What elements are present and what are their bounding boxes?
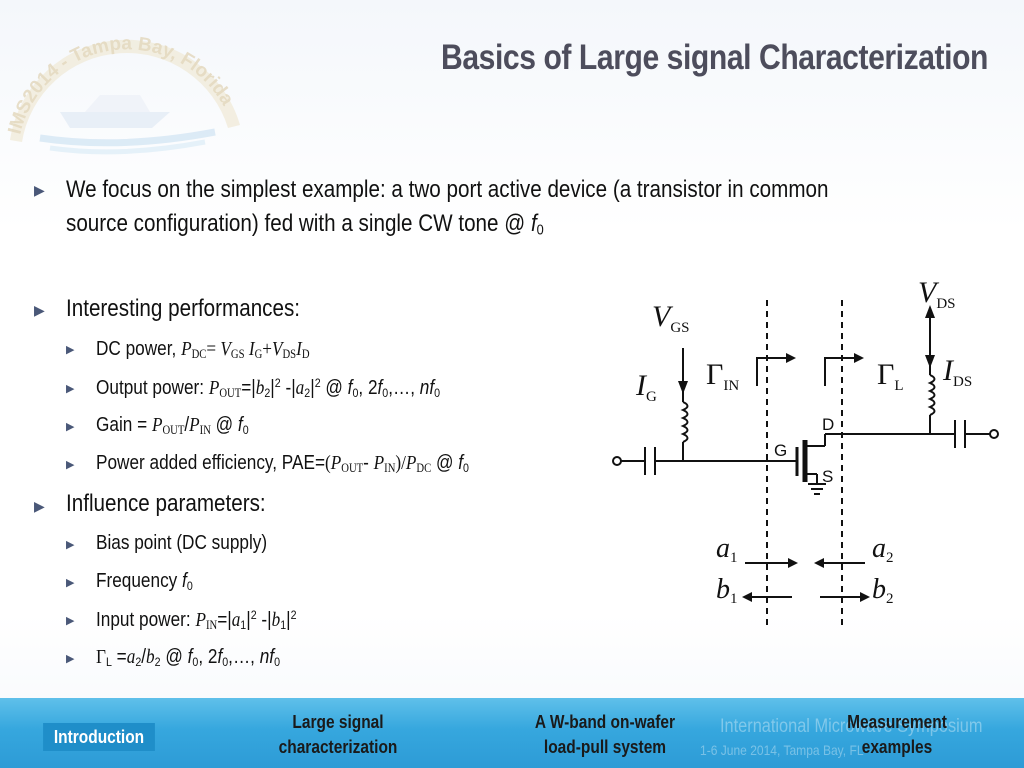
- b2-label: b: [872, 574, 886, 605]
- ig-label: I: [635, 369, 648, 402]
- bullet-arrow-icon: ▶: [34, 182, 45, 198]
- source-label: S: [822, 467, 833, 486]
- footer-nav-bar: International Microwave Symposium 1-6 Ju…: [0, 698, 1024, 768]
- boat-logo-icon: IMS2014 - Tampa Bay, Florida: [4, 33, 240, 155]
- bullet-influence: Influence parameters:: [66, 490, 266, 517]
- svg-text:ΓL: ΓL: [877, 358, 904, 394]
- footer-watermark: International Microwave Symposium: [720, 716, 983, 737]
- sub-bullet-dc-power: DC power, PDC= VGS IG+VDSID: [96, 338, 310, 362]
- slide-content: ▶ We focus on the simplest example: a tw…: [34, 176, 829, 670]
- a1-label: a: [716, 533, 730, 564]
- ids-label: I: [942, 354, 955, 387]
- bullet-performances: Interesting performances:: [66, 295, 301, 322]
- vds-label: V: [918, 276, 940, 309]
- gate-label: G: [774, 441, 787, 460]
- sub-bullet-arrow-icon: ▶: [66, 459, 75, 471]
- sub-bullet-frequency: Frequency f0: [96, 570, 193, 594]
- svg-text:ΓIN: ΓIN: [706, 358, 739, 394]
- sub-bullet-arrow-icon: ▶: [66, 421, 75, 433]
- sub-bullet-arrow-icon: ▶: [66, 615, 75, 627]
- svg-text:a1: a1: [716, 533, 738, 566]
- sub-bullet-bias-point: Bias point (DC supply): [96, 532, 268, 554]
- input-port-terminal: [612, 456, 622, 466]
- gamma-in-label: Γ: [706, 358, 723, 391]
- footer-watermark-date: 1-6 June 2014, Tampa Bay, FL: [700, 742, 864, 758]
- svg-text:b2: b2: [872, 574, 894, 607]
- svg-text:b1: b1: [716, 574, 738, 607]
- gamma-l-label: Γ: [877, 358, 894, 391]
- svg-text:IDS: IDS: [942, 354, 972, 390]
- sub-bullet-gamma-l: ΓL =a2/b2 @ f0, 2f0,…, nf0: [96, 646, 281, 670]
- bullet-arrow-icon: ▶: [34, 498, 45, 514]
- transistor-circuit-diagram: VGS VDS IG IDS ΓIN ΓL a1 b1 a2 b2 G D S: [612, 276, 999, 630]
- sub-bullet-input-power: Input power: PIN=|a1|2 -|b1|2: [96, 608, 297, 632]
- sub-bullet-output-power: Output power: POUT=|b2|2 -|a2|2 @ f0, 2f…: [96, 376, 441, 400]
- sub-bullet-arrow-icon: ▶: [66, 344, 75, 356]
- sub-bullet-arrow-icon: ▶: [66, 653, 75, 665]
- nav-tab-introduction[interactable]: Introduction: [43, 723, 155, 751]
- svg-text:a2: a2: [872, 533, 894, 566]
- sub-bullet-arrow-icon: ▶: [66, 383, 75, 395]
- output-port-terminal: [989, 429, 999, 439]
- svg-text:VGS: VGS: [652, 300, 690, 336]
- b1-label: b: [716, 574, 730, 605]
- bullet-arrow-icon: ▶: [34, 302, 45, 318]
- a2-label: a: [872, 533, 886, 564]
- slide-title: Basics of Large signal Characterization: [441, 38, 988, 77]
- drain-label: D: [822, 415, 834, 434]
- svg-text:IG: IG: [635, 369, 657, 405]
- bullet-focus-line2: source configuration) fed with a single …: [66, 210, 544, 239]
- sub-bullet-gain: Gain = POUT/PIN @ f0: [96, 414, 249, 438]
- sub-bullet-arrow-icon: ▶: [66, 577, 75, 589]
- vgs-label: V: [652, 300, 674, 333]
- sub-bullet-pae: Power added efficiency, PAE=(POUT- PIN)/…: [96, 452, 469, 476]
- bullet-focus-line1: We focus on the simplest example: a two …: [66, 176, 829, 203]
- svg-text:VDS: VDS: [918, 276, 956, 312]
- sub-bullet-arrow-icon: ▶: [66, 539, 75, 551]
